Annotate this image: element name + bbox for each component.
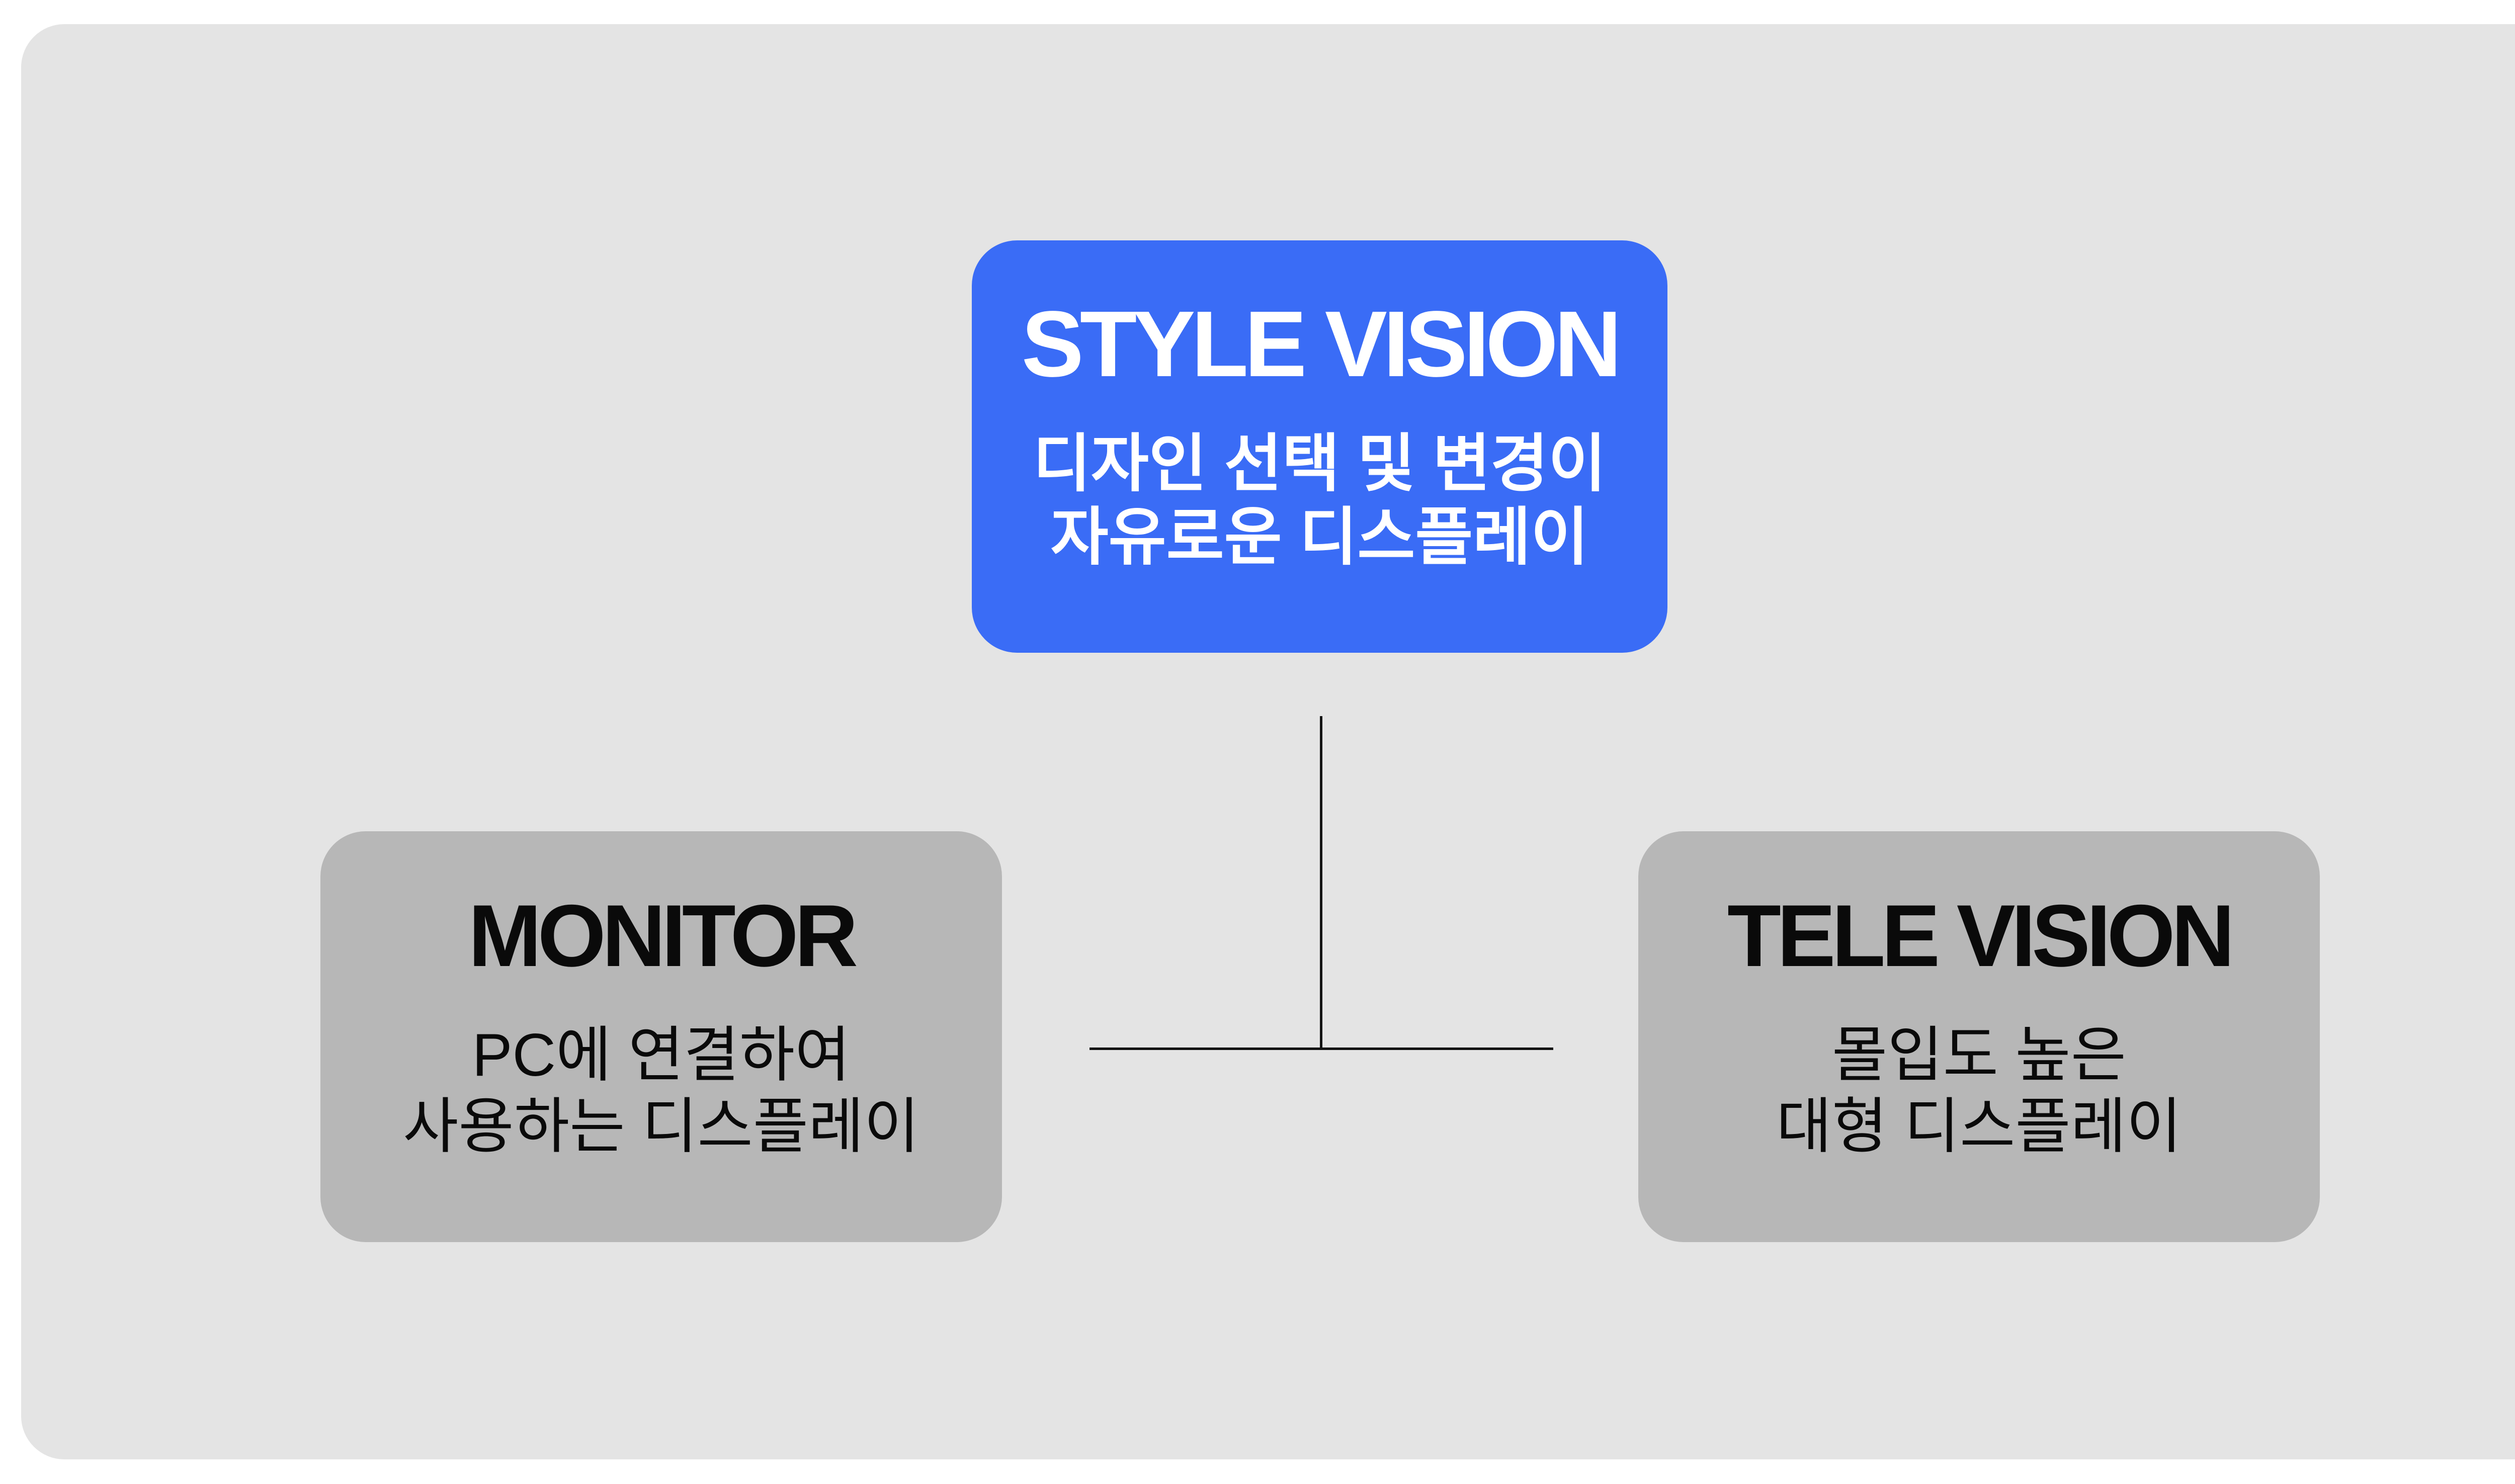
node-style-vision: STYLE VISION 디자인 선택 및 변경이 자유로운 디스플레이	[972, 240, 1667, 653]
node-monitor: MONITOR PC에 연결하여 사용하는 디스플레이	[320, 831, 1002, 1242]
node-monitor-title: MONITOR	[468, 887, 858, 985]
description-line: 몰입도 높은	[1831, 1021, 2127, 1089]
description-line: 사용하는 디스플레이	[403, 1093, 919, 1160]
connector-vertical-line	[1320, 716, 1322, 1049]
node-style-vision-title: STYLE VISION	[1021, 292, 1622, 396]
background-panel	[21, 24, 2515, 1459]
node-style-vision-description: 디자인 선택 및 변경이 자유로운 디스플레이	[972, 427, 1667, 574]
node-tele-vision-description: 몰입도 높은 대형 디스플레이	[1638, 1019, 2320, 1162]
connector-horizontal-line	[1089, 1047, 1553, 1050]
description-line: 디자인 선택 및 변경이	[1033, 429, 1607, 499]
description-line: 자유로운 디스플레이	[1050, 502, 1589, 572]
node-tele-vision: TELE VISION 몰입도 높은 대형 디스플레이	[1638, 831, 2320, 1242]
node-tele-vision-title: TELE VISION	[1727, 887, 2235, 985]
node-monitor-description: PC에 연결하여 사용하는 디스플레이	[320, 1019, 1002, 1162]
description-line: 대형 디스플레이	[1776, 1093, 2182, 1160]
description-line: PC에 연결하여	[472, 1021, 851, 1089]
